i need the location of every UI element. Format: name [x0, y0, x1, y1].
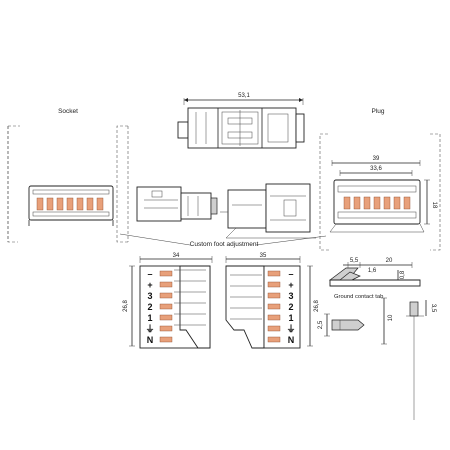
dim-tab-20: 20 [386, 258, 393, 264]
pin-socket-2: 3 [147, 291, 152, 301]
dim-top-width: 53,1 [238, 93, 250, 99]
pin-plug-3: 2 [288, 302, 293, 312]
pin-socket-5: ⏚ [145, 324, 154, 334]
plug-label: Plug [371, 108, 384, 115]
socket-view: Socket [7, 108, 129, 243]
plug-view: Plug 39 33,6 18 [319, 108, 441, 251]
dim-plug-outer: 39 [373, 156, 380, 162]
dim-front-height-left: 26,8 [123, 300, 129, 312]
ground-tab-detail: 5,5 20 1,6 0,8 Ground contact tab 2,5 10… [318, 258, 436, 420]
ground-tab-label: Ground contact tab [334, 294, 383, 300]
dim-plug-inner: 33,6 [370, 166, 382, 172]
custom-foot-label: Custom foot adjustment [190, 241, 259, 248]
top-view: 53,1 [177, 93, 305, 149]
pin-plug-4: 1 [288, 313, 293, 323]
pin-plug-2: 3 [288, 291, 293, 301]
pin-plug-1: + [288, 280, 293, 290]
socket-label: Socket [58, 108, 78, 115]
pin-socket-0: – [147, 269, 152, 279]
pin-socket-1: + [147, 280, 152, 290]
pin-plug-6: N [288, 335, 295, 345]
socket-front-view: 34 26,8 – + 3 2 1 ⏚ N [123, 253, 213, 349]
pin-plug-5: ⏚ [286, 324, 295, 334]
dim-plug-height: 18 [431, 202, 437, 209]
side-view-socket [136, 186, 218, 222]
dim-tab-3-5: 3,5 [430, 304, 436, 313]
dim-front-height-right: 26,8 [314, 300, 320, 312]
pin-socket-6: N [147, 335, 154, 345]
dim-tab-10: 10 [388, 314, 394, 321]
dim-tab-0-8: 0,8 [400, 270, 406, 279]
dim-tab-2-5: 2,5 [318, 320, 324, 329]
custom-foot-annotation: Custom foot adjustment [119, 233, 327, 248]
dim-tab-1-6: 1,6 [368, 268, 377, 274]
dim-socket-front-width: 34 [173, 253, 180, 259]
pin-socket-4: 1 [147, 313, 152, 323]
dim-tab-5-5: 5,5 [350, 258, 359, 264]
plug-front-view: 35 26,8 – + 3 2 1 ⏚ N [225, 253, 320, 349]
pin-socket-3: 2 [147, 302, 152, 312]
pin-plug-0: – [288, 269, 293, 279]
dim-plug-front-width: 35 [260, 253, 267, 259]
side-view-plug [220, 183, 316, 239]
